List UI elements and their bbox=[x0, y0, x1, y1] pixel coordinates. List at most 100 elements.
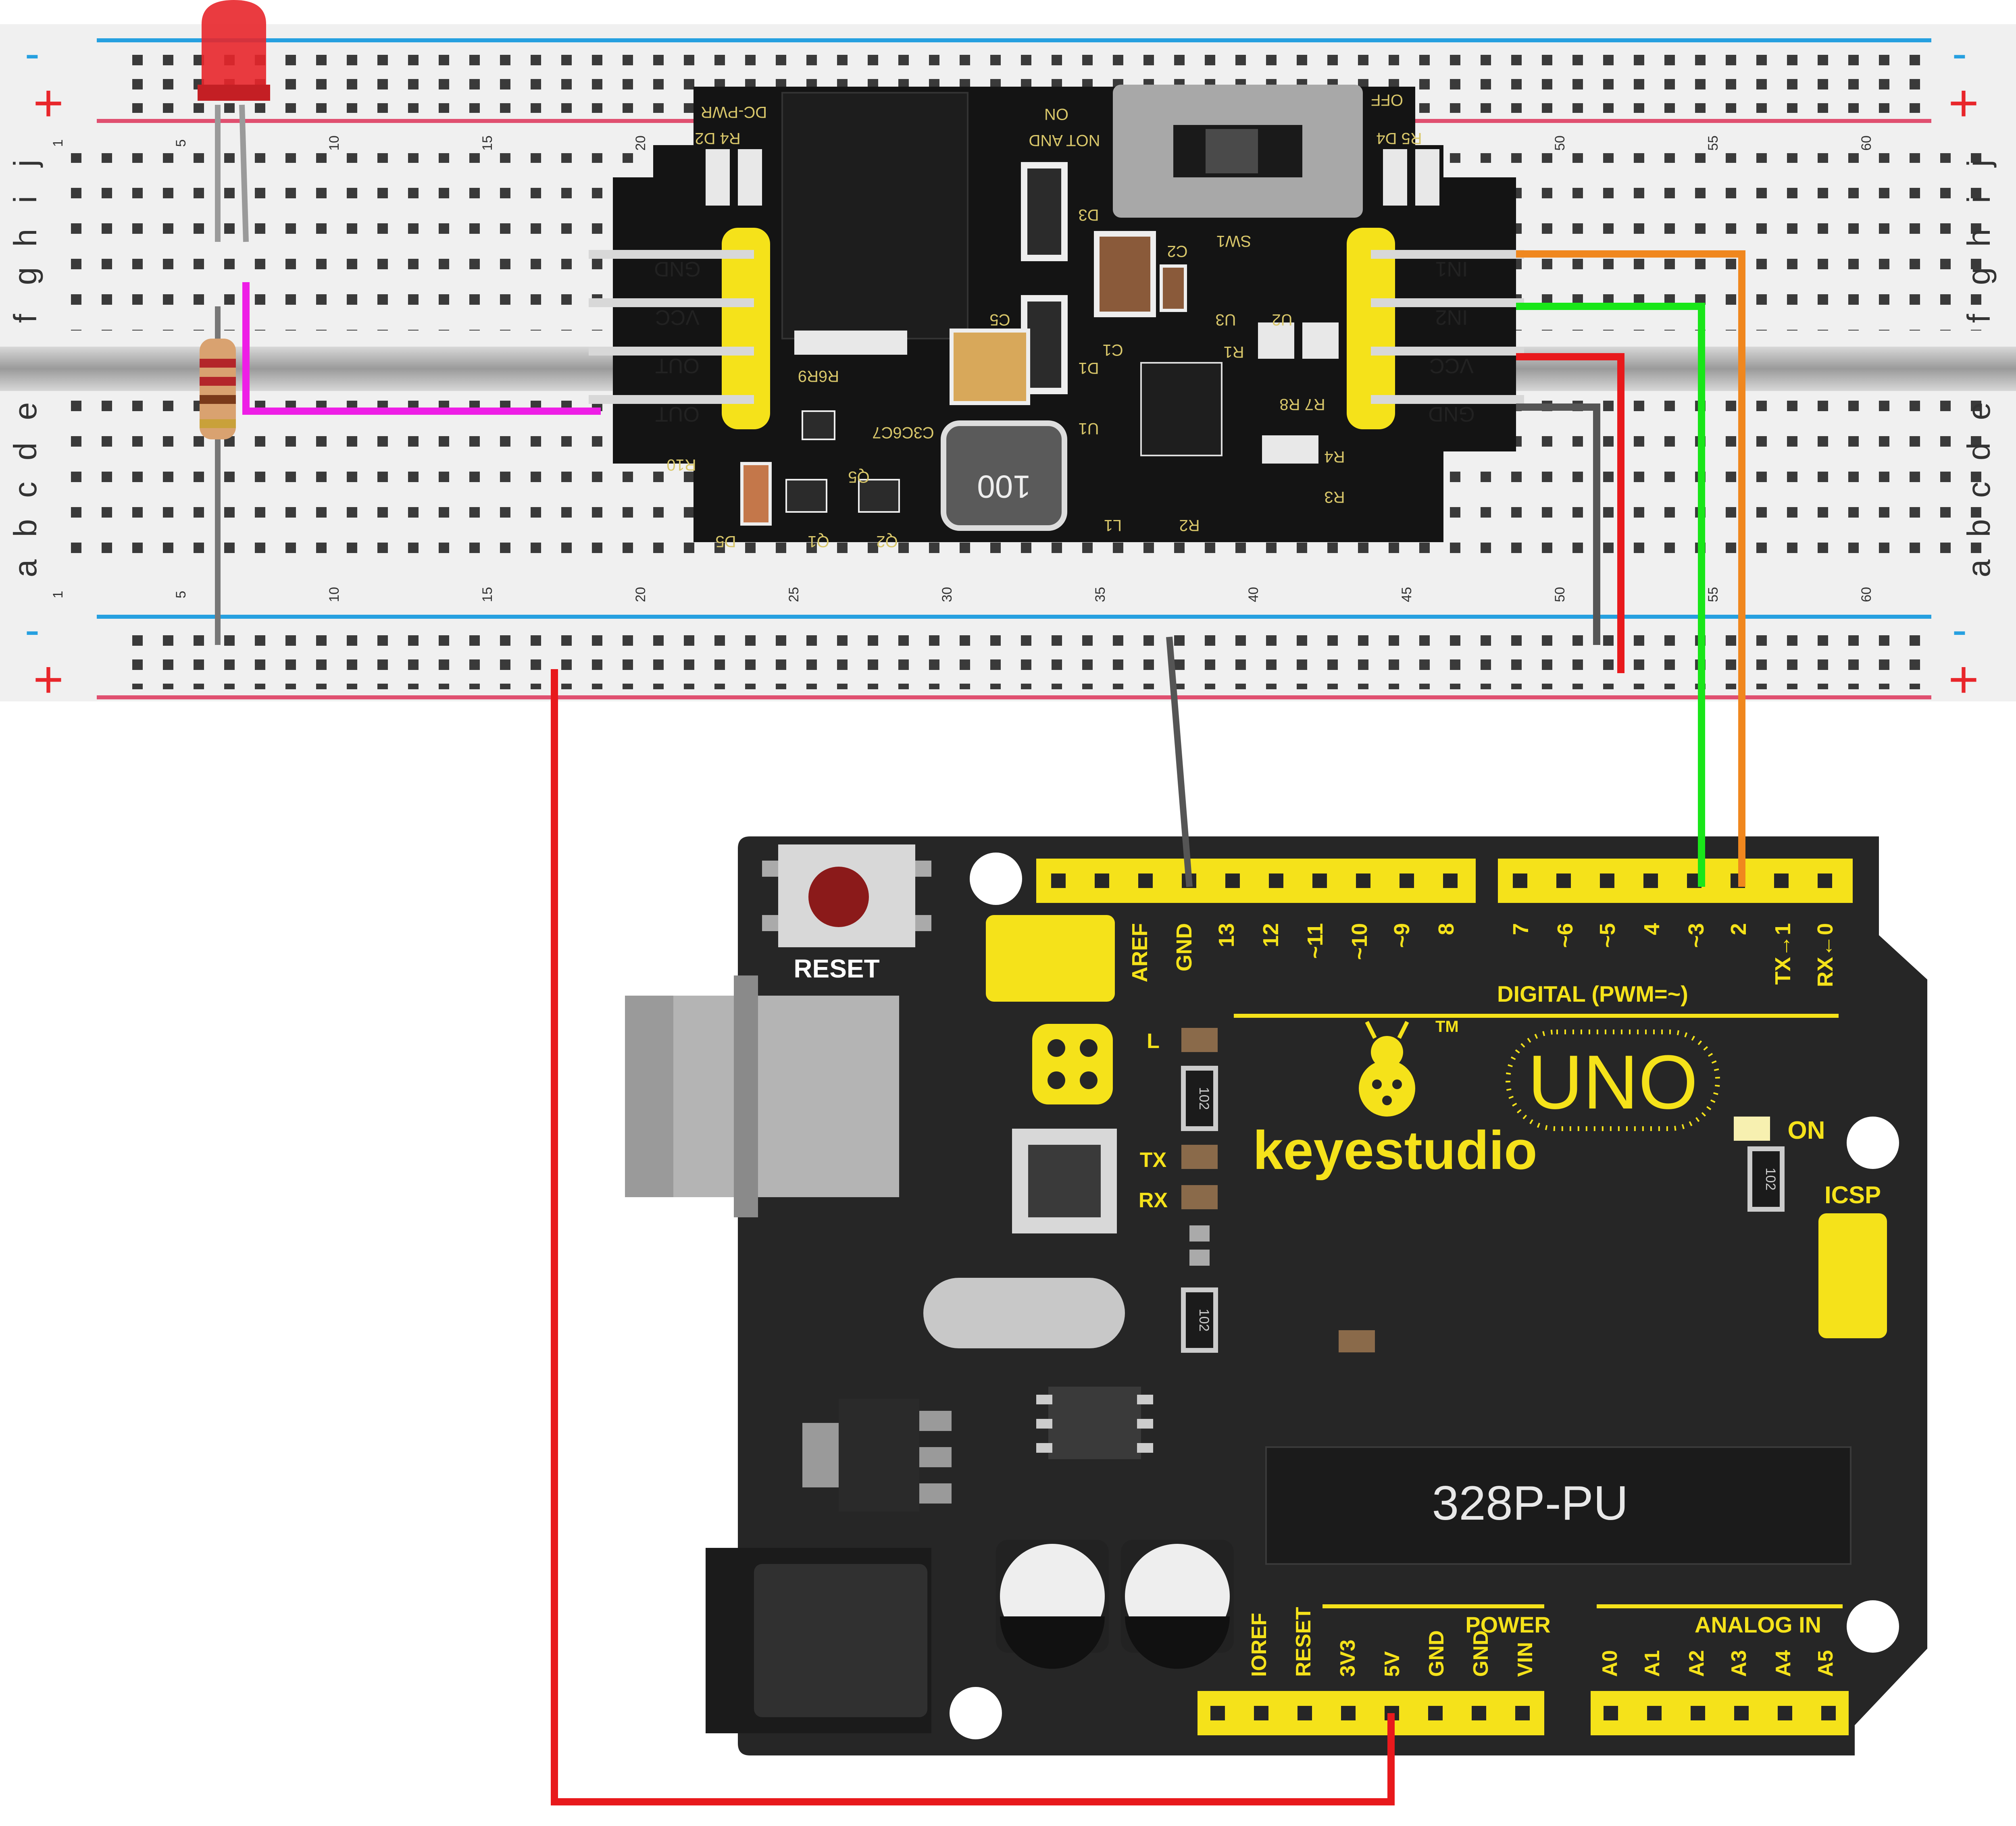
crystal-oscillator bbox=[923, 1278, 1125, 1348]
row-letter: i bbox=[1961, 196, 1997, 203]
resistor-r7 bbox=[1258, 322, 1294, 359]
on-label: ON bbox=[1788, 1117, 1825, 1144]
digital-pin-label: 4 bbox=[1640, 923, 1664, 935]
header-hole[interactable] bbox=[1821, 1706, 1836, 1720]
column-number: 10 bbox=[327, 135, 342, 151]
dc-pwr-label: DC-PWR bbox=[701, 103, 767, 121]
transistor-q2 bbox=[858, 479, 900, 513]
header-hole[interactable] bbox=[1051, 873, 1066, 888]
header-hole[interactable] bbox=[1691, 1706, 1705, 1720]
digital-pin-label: ~11 bbox=[1303, 923, 1327, 959]
analog-label: ANALOG IN bbox=[1695, 1612, 1821, 1637]
header-hole[interactable] bbox=[1297, 1706, 1312, 1720]
atmega-chip bbox=[1265, 1446, 1851, 1565]
header-hole[interactable] bbox=[1604, 1706, 1618, 1720]
row-letter: c bbox=[7, 482, 43, 498]
header-hole[interactable] bbox=[1778, 1706, 1792, 1720]
reset-button[interactable] bbox=[762, 844, 931, 947]
capacitor-c2 bbox=[1094, 231, 1156, 317]
module-silk-label: R5 D4 bbox=[1376, 129, 1422, 147]
usb-chip bbox=[1012, 1129, 1117, 1233]
column-number: 5 bbox=[173, 591, 189, 599]
mount-hole bbox=[970, 853, 1022, 905]
header-hole[interactable] bbox=[1138, 873, 1153, 888]
module-silk-label: R6R9 bbox=[798, 367, 839, 385]
uno-ring bbox=[1506, 1029, 1720, 1131]
analog-pin-label: A3 bbox=[1727, 1650, 1751, 1677]
row-letter: e bbox=[7, 402, 43, 420]
mount-hole bbox=[1847, 1600, 1899, 1653]
column-number: 60 bbox=[1859, 587, 1874, 602]
smd-resistor-code: 102 bbox=[1196, 1309, 1212, 1332]
diode-d3 bbox=[1021, 162, 1068, 261]
header-hole[interactable] bbox=[1443, 873, 1458, 888]
module-pin-label: VCC bbox=[655, 306, 700, 329]
header-hole[interactable] bbox=[1225, 873, 1240, 888]
column-number: 55 bbox=[1706, 587, 1721, 602]
chip-label: 328P-PU bbox=[1432, 1476, 1629, 1530]
column-number: 40 bbox=[1246, 587, 1261, 602]
gray-wire-gnd-to-rail bbox=[1516, 403, 1600, 645]
module-silk-label: C3C6C7 bbox=[872, 424, 934, 441]
mount-hole bbox=[1847, 1117, 1899, 1169]
rail-minus-top-left: - bbox=[25, 29, 40, 78]
header-hole[interactable] bbox=[1647, 1706, 1662, 1720]
smd-resistor-code: 102 bbox=[1763, 1168, 1778, 1191]
header-hole[interactable] bbox=[1513, 873, 1527, 888]
column-number: 30 bbox=[939, 587, 955, 602]
header-hole[interactable] bbox=[1734, 1706, 1749, 1720]
header-hole[interactable] bbox=[1341, 1706, 1356, 1720]
header-hole[interactable] bbox=[1400, 873, 1414, 888]
capacitor-right bbox=[1121, 1540, 1234, 1669]
column-number: 50 bbox=[1552, 587, 1568, 602]
smd-resistor bbox=[1181, 1066, 1218, 1131]
column-number: 1 bbox=[50, 139, 66, 147]
power-pin-label: VIN bbox=[1514, 1642, 1537, 1677]
header-hole[interactable] bbox=[1095, 873, 1109, 888]
power-header[interactable] bbox=[1198, 1691, 1544, 1735]
header-hole[interactable] bbox=[1356, 873, 1370, 888]
power-pin-label: 5V bbox=[1381, 1651, 1404, 1677]
digital-pin-label: ~6 bbox=[1553, 923, 1577, 948]
module-pin-label: IN2 bbox=[1435, 306, 1468, 329]
power-pin-label: GND bbox=[1425, 1630, 1448, 1677]
row-letter: j bbox=[7, 160, 43, 168]
module-silk-label: D3 bbox=[1078, 206, 1099, 224]
header-hole[interactable] bbox=[1472, 1706, 1486, 1720]
header-hole[interactable] bbox=[1774, 873, 1789, 888]
analog-header[interactable] bbox=[1591, 1691, 1849, 1735]
column-number: 55 bbox=[1706, 135, 1721, 151]
module-silk-label: L1 bbox=[1104, 516, 1122, 534]
tx-led bbox=[1181, 1145, 1218, 1169]
row-letter: e bbox=[1961, 402, 1997, 420]
digital-header-right[interactable] bbox=[1498, 859, 1853, 903]
resistor-r6 bbox=[794, 331, 907, 355]
header-hole[interactable] bbox=[1818, 873, 1832, 888]
inductor-value: 100 bbox=[977, 469, 1031, 505]
digital-pin-label: ~5 bbox=[1595, 923, 1620, 948]
l-led bbox=[1181, 1028, 1218, 1052]
header-hole[interactable] bbox=[1556, 873, 1571, 888]
digital-pin-label: 8 bbox=[1434, 923, 1458, 935]
header-hole[interactable] bbox=[1269, 873, 1283, 888]
column-number: 45 bbox=[1399, 587, 1414, 602]
header-hole[interactable] bbox=[1312, 873, 1327, 888]
slide-switch[interactable] bbox=[1113, 85, 1363, 218]
dc-power-jack[interactable] bbox=[706, 1548, 931, 1733]
red-led bbox=[198, 0, 270, 242]
header-hole[interactable] bbox=[1428, 1706, 1443, 1720]
digital-pin-label: 7 bbox=[1509, 923, 1533, 935]
column-number: 10 bbox=[327, 587, 342, 602]
module-silk-label: D1 bbox=[1078, 359, 1099, 377]
capacitor-c5 bbox=[950, 329, 1030, 405]
row-letter: f bbox=[7, 314, 43, 323]
icsp-header[interactable] bbox=[1818, 1213, 1887, 1338]
header-hole[interactable] bbox=[1515, 1706, 1530, 1720]
icsp-label: ICSP bbox=[1824, 1181, 1881, 1208]
header-hole[interactable] bbox=[1210, 1706, 1225, 1720]
usb-connector[interactable] bbox=[625, 975, 899, 1217]
header-hole[interactable] bbox=[1254, 1706, 1268, 1720]
header-hole[interactable] bbox=[1600, 873, 1614, 888]
header-hole[interactable] bbox=[1643, 873, 1658, 888]
